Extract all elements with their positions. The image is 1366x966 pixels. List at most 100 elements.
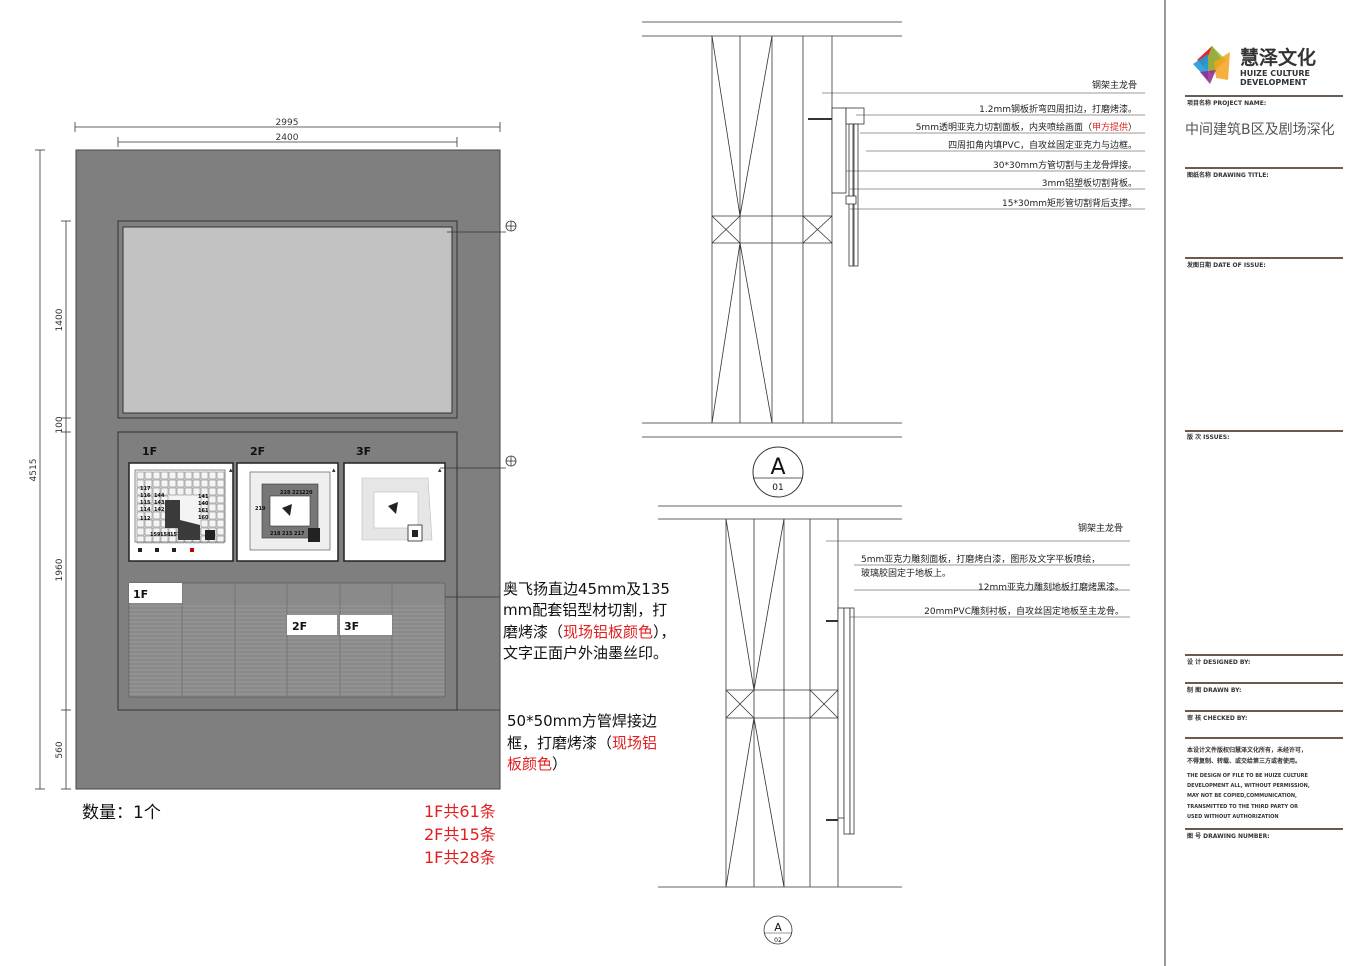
- copyright-en-1: THE DESIGN OF FILE TO BE HUIZE CULTURE: [1187, 773, 1308, 779]
- svg-text:▴: ▴: [438, 466, 442, 474]
- date-label: 发图日期 DATE OF ISSUE:: [1186, 261, 1266, 269]
- logo-en-2: DEVELOPMENT: [1240, 78, 1307, 87]
- company-logo: 慧泽文化 HUIZE CULTURE DEVELOPMENT: [1193, 46, 1316, 87]
- map-unit-label: 112: [140, 516, 151, 522]
- checked-label: 审 核 CHECKED BY:: [1187, 714, 1247, 722]
- section-mark-a02: A 02: [763, 915, 793, 945]
- section-bottom-note-4: 20mmPVC雕刻衬板，自攻丝固定地板至主龙骨。: [924, 605, 1124, 617]
- section-top-note-4: 30*30mm方管切割与主龙骨焊接。: [993, 159, 1137, 171]
- callout-panel-line4: 文字正面户外油墨丝印。: [503, 644, 668, 662]
- front-leaders: [440, 231, 506, 711]
- floor-label-2f: 2F: [250, 445, 265, 458]
- callout-frame-line2: 框，打磨烤漆（现场铝: [507, 734, 657, 752]
- section-top-note-1: 1.2mm钢板折弯四周扣边，打磨烤漆。: [979, 103, 1137, 115]
- project-name: 中间建筑B区及剧场深化: [1185, 122, 1335, 138]
- section-top-note-5: 3mm铝塑板切割背板。: [1042, 177, 1137, 189]
- dim-4515: 4515: [29, 459, 39, 482]
- section-mark-a01: A 01: [752, 446, 804, 498]
- section-bottom-note-2: 玻璃胶固定于地板上。: [861, 567, 951, 579]
- section-top-note-3: 四周扣角内填PVC，自攻丝固定亚克力与边框。: [948, 139, 1137, 151]
- svg-text:A: A: [774, 921, 782, 934]
- map-unit-label: 217: [294, 531, 305, 537]
- map-unit-label: 143: [154, 500, 165, 506]
- section-top-title: 钢架主龙骨: [1092, 79, 1137, 91]
- map-unit-label: 116: [140, 493, 151, 499]
- directory-tab-1f: 1F: [133, 588, 148, 601]
- logo-cn: 慧泽文化: [1240, 46, 1316, 69]
- designed-label: 设 计 DESIGNED BY:: [1187, 658, 1250, 666]
- map-unit-label: 158: [160, 532, 171, 538]
- quantity-text: 数量：1个: [82, 803, 161, 823]
- copyright-cn-1: 本设计文件版权归慧泽文化所有，未经许可，: [1187, 746, 1307, 754]
- map-unit-label: 218: [270, 531, 281, 537]
- svg-text:▴: ▴: [332, 466, 336, 474]
- svg-text:01: 01: [772, 483, 783, 493]
- copyright-en-5: USED WITHOUT AUTHORIZATION: [1187, 814, 1279, 820]
- map-unit-label: 221: [292, 490, 303, 496]
- section-bottom-note-3: 12mm亚克力雕刻地板打磨烤黑漆。: [978, 581, 1124, 593]
- map-unit-label: 115: [140, 500, 151, 506]
- copyright-cn-2: 不得复制、转载、或交给第三方或者使用。: [1187, 757, 1301, 765]
- copyright-en-2: DEVELOPMENT ALL, WITHOUT PERMISSION,: [1187, 783, 1310, 789]
- map-unit-label: 141: [198, 494, 209, 500]
- logo-en-1: HUIZE CULTURE: [1240, 69, 1310, 78]
- drawing-number-label: 图 号 DRAWING NUMBER:: [1187, 832, 1270, 840]
- drawing-title-label: 图纸名称 DRAWING TITLE:: [1187, 171, 1269, 179]
- directory-tab-3f: 3F: [344, 620, 359, 633]
- map-unit-label: 142: [154, 507, 165, 513]
- floor-label-3f: 3F: [356, 445, 371, 458]
- map-unit-label: 140: [198, 501, 209, 507]
- top-display-panel: [122, 226, 453, 414]
- directory-tab-2f-box: [287, 615, 337, 635]
- map-unit-label: 215: [282, 531, 293, 537]
- callout-frame-line1: 50*50mm方管焊接边: [507, 712, 657, 730]
- floor-label-1f: 1F: [142, 445, 157, 458]
- section-top-note-6: 15*30mm矩形管切割背后支撑。: [1002, 197, 1137, 209]
- map-unit-label: 117: [140, 486, 151, 492]
- callout-panel-line1: 奥飞扬直边45mm及135: [503, 580, 670, 598]
- issues-label: 版 次 ISSUES:: [1186, 433, 1229, 441]
- copyright-en-4: TRANSMITTED TO THE THIRD PARTY OR: [1187, 804, 1298, 810]
- title-block: 慧泽文化 HUIZE CULTURE DEVELOPMENT 项目名称 PROJ…: [1164, 0, 1343, 966]
- callout-frame-line3: 板颜色）: [507, 755, 567, 773]
- section-top-note-2: 5mm透明亚克力切割面板，内夹喷绘画面（甲方提供）: [916, 121, 1137, 133]
- svg-text:02: 02: [774, 937, 782, 944]
- map-unit-label: 161: [198, 508, 209, 514]
- dim-1400: 1400: [55, 308, 65, 331]
- drawn-label: 制 图 DRAWN BY:: [1187, 686, 1241, 694]
- copyright-en-3: MAY NOT BE COPIED,COMMUNICATION,: [1187, 793, 1297, 799]
- dim-2400: 2400: [276, 133, 299, 143]
- map-unit-label: 160: [198, 515, 209, 521]
- map-unit-label: 159: [150, 532, 161, 538]
- directory-tab-3f-box: [340, 615, 392, 635]
- floor-map-3f: ▴: [343, 462, 446, 562]
- svg-text:A: A: [770, 455, 785, 480]
- map-unit-label: 228: [280, 490, 291, 496]
- reference-marker-mid: [505, 455, 517, 467]
- directory-tab-2f: 2F: [292, 620, 307, 633]
- front-view: 2995 2400 4515 1400 100 1960 560 720 700…: [29, 118, 676, 867]
- section-bottom-note-1: 5mm亚克力雕刻面板，打磨烤白漆，图形及文字平板喷绘，: [861, 553, 1100, 565]
- map-unit-label: 220: [302, 490, 313, 496]
- callout-panel-line2: mm配套铝型材切割，打: [503, 601, 667, 619]
- callout-panel-line3: 磨烤漆（现场铝板颜色），: [503, 623, 676, 641]
- dim-2995: 2995: [276, 118, 299, 128]
- section-bottom: 钢架主龙骨 5mm亚克力雕刻面板，打磨烤白漆，图形及文字平板喷绘， 玻璃胶固定于…: [658, 505, 1130, 945]
- count-2f: 2F共15条: [424, 825, 496, 844]
- svg-text:▴: ▴: [229, 466, 233, 474]
- reference-marker-top: [505, 220, 517, 232]
- map-unit-label: 114: [140, 507, 151, 513]
- count-1f: 1F共61条: [424, 802, 496, 821]
- map-unit-label: 157: [170, 532, 181, 538]
- dim-560: 560: [55, 741, 65, 758]
- dim-100: 100: [55, 416, 65, 433]
- count-3f: 1F共28条: [424, 848, 496, 867]
- project-label: 项目名称 PROJECT NAME:: [1187, 99, 1266, 107]
- section-top: 钢架主龙骨 1.2mm钢板折弯四周扣边，打磨烤漆。 5mm透明亚克力切割面板，内…: [642, 21, 1145, 498]
- map-unit-label: 219: [255, 506, 266, 512]
- directory-tab-1f-box: [129, 583, 182, 603]
- map-unit-label: 144: [154, 493, 165, 499]
- dim-1960: 1960: [55, 558, 65, 581]
